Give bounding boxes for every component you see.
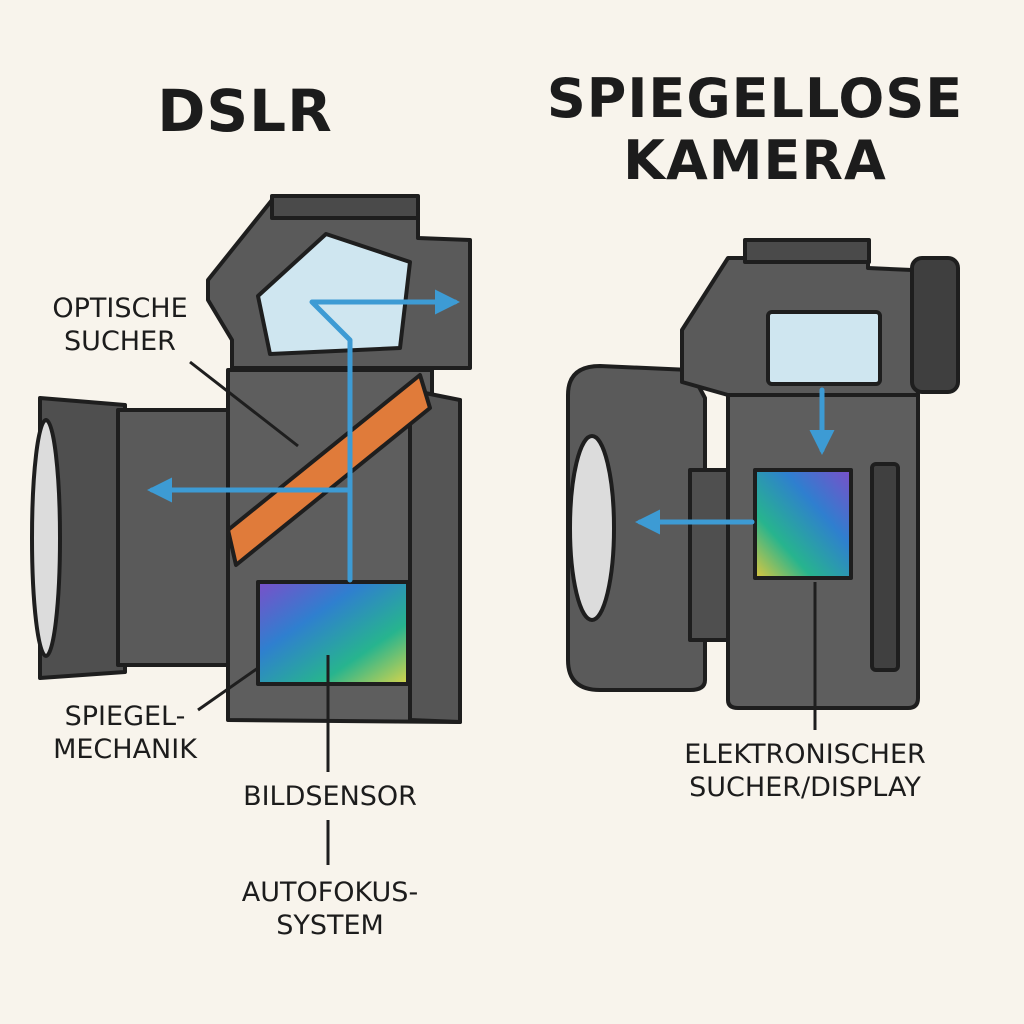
dslr-ray-vertical [309,289,460,583]
mirrorless-evf-screen [766,310,882,386]
dslr-hot-shoe [270,194,420,220]
mirrorless-lens-glass [568,434,616,622]
label-mirror-mechanism: SPIEGEL- MECHANIK [53,701,197,765]
mirrorless-rear-display [870,462,900,672]
label-autofocus-system: AUTOFOKUS- SYSTEM [241,877,419,941]
leader-optical-viewfinder [189,360,299,448]
mirrorless-image-sensor [753,468,853,580]
dslr-image-sensor [256,580,410,686]
mirrorless-camera [566,238,960,710]
label-optical-viewfinder: OPTISCHE SUCHER [52,293,188,357]
dslr-mirror [226,373,432,567]
label-image-sensor: BILDSENSOR [243,781,417,812]
mirrorless-hot-shoe [743,238,871,264]
label-electronic-viewfinder: ELEKTRONISCHER SUCHER/DISPLAY [684,739,926,803]
dslr-camera [30,194,472,724]
mirrorless-eyecup [910,256,960,394]
dslr-lens-glass [30,418,62,658]
dslr-grip [408,388,462,724]
leader-mirror-mechanism [197,666,259,712]
mirrorless-light-path [635,387,835,535]
title-mirrorless: SPIEGELLOSE KAMERA [546,67,964,192]
dslr-pentaprism [256,232,412,356]
dslr-light-path [147,289,460,583]
title-dslr: DSLR [157,77,333,145]
